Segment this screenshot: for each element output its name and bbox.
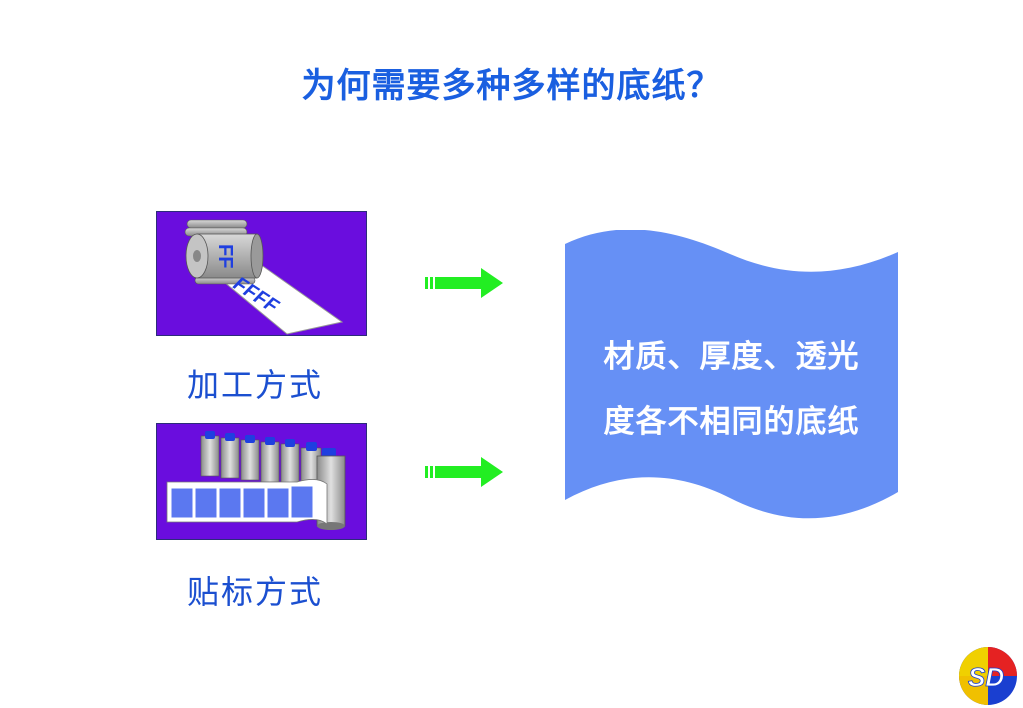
page-title: 为何需要多种多样的底纸？: [301, 66, 722, 106]
svg-text:FF: FF: [214, 244, 236, 268]
sd-logo-icon: SD: [959, 647, 1017, 705]
process-method-label: 加工方式: [187, 366, 324, 404]
printing-panel: FF FFFF: [156, 211, 367, 336]
labeling-machine-icon: [166, 431, 346, 530]
result-line-1: 材质、厚度、透光: [603, 339, 860, 375]
result-wave-shape: [565, 230, 898, 519]
labeling-panel: [156, 423, 367, 540]
logo-text: SD: [968, 662, 1004, 692]
arrow-right-icon: [425, 268, 503, 298]
result-line-2: 度各不相同的底纸: [603, 404, 860, 440]
printing-roller-icon: FF FFFF: [184, 219, 344, 335]
arrow-right-icon: [425, 457, 503, 487]
labeling-method-label: 贴标方式: [187, 573, 324, 611]
